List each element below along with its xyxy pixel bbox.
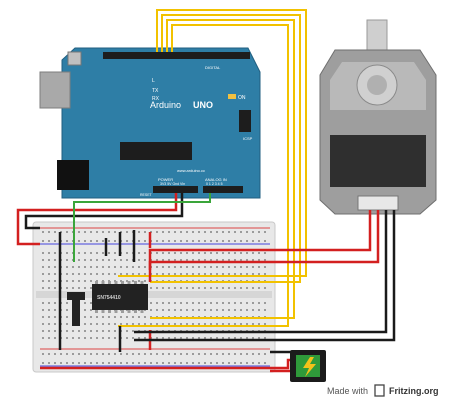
motor-connector <box>357 195 399 211</box>
wires-yellow <box>118 9 307 327</box>
fritzing-watermark: Made with Fritzing.org <box>327 384 439 397</box>
sn754410-chip: SN754410 <box>92 281 148 313</box>
watermark-prefix: Made with <box>327 386 368 396</box>
wire-green <box>73 193 211 262</box>
l-label: L <box>152 78 155 84</box>
breadboard <box>32 221 276 373</box>
arduino-model: UNO <box>193 100 213 110</box>
reset-button[interactable] <box>67 51 82 66</box>
analog-header <box>203 186 243 193</box>
chip-label: SN754410 <box>97 295 121 301</box>
power-pins-label: 3V3 5V Gnd Vin <box>160 182 185 186</box>
power-label: POWER <box>158 177 173 182</box>
on-label: ON <box>238 95 246 101</box>
digital-label: DIGITAL <box>205 65 221 70</box>
website-label: www.arduino.cc <box>177 168 205 173</box>
dc-barrel-jack <box>290 350 326 382</box>
icsp-label: ICSP <box>243 136 253 141</box>
fritzing-logo-icon <box>374 384 385 397</box>
digital-header <box>103 52 250 59</box>
icsp-header <box>239 110 251 132</box>
power-bolt-icon <box>303 357 316 377</box>
analog-pins-label: 0 1 2 3 4 5 <box>206 182 223 186</box>
arduino-uno-board: Arduino UNO www.arduino.cc ON ICSP DIGIT… <box>39 47 261 199</box>
wires-black <box>24 193 396 354</box>
voltage-regulator <box>67 292 85 326</box>
rx-label: RX <box>152 96 160 102</box>
usb-connector <box>39 71 71 109</box>
atmega-chip <box>120 142 192 160</box>
tx-label: TX <box>152 88 159 94</box>
reset-label: RESET <box>140 193 153 197</box>
power-header <box>153 186 198 193</box>
watermark-brand: Fritzing.org <box>389 386 439 396</box>
on-led <box>228 94 236 99</box>
analog-label: ANALOG IN <box>205 177 227 182</box>
power-jack <box>57 160 89 190</box>
stepper-motor <box>319 19 437 215</box>
arduino-brand: Arduino <box>150 100 181 110</box>
